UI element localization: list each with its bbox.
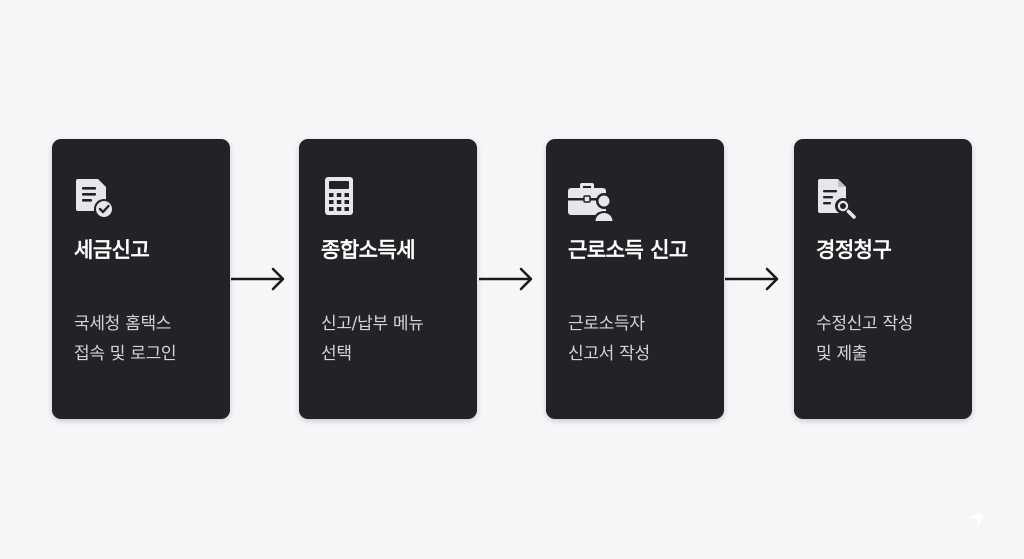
step-description-line: 선택	[321, 344, 352, 364]
step-description-line: 국세청 홈택스	[74, 314, 172, 334]
flow-arrow	[231, 264, 287, 294]
step-title: 경정청구	[816, 238, 892, 262]
step-description: 국세청 홈택스 접속 및 로그인	[74, 309, 224, 369]
step-description-line: 수정신고 작성	[816, 314, 914, 334]
step-description-line: 신고서 작성	[568, 344, 650, 364]
step-description: 근로소득자 신고서 작성	[568, 309, 718, 369]
step-card-tax-filing: 세금신고 국세청 홈택스 접속 및 로그인	[52, 139, 230, 419]
sparkle-icon	[968, 506, 990, 528]
flow-arrow	[725, 264, 781, 294]
document-check-icon	[74, 177, 118, 221]
step-title: 세금신고	[74, 238, 150, 262]
flow-arrow	[479, 264, 535, 294]
step-title: 근로소득 신고	[568, 238, 688, 262]
step-description: 수정신고 작성 및 제출	[816, 309, 966, 369]
step-description: 신고/납부 메뉴 선택	[321, 309, 471, 369]
document-search-icon	[816, 177, 860, 221]
calculator-icon	[321, 177, 365, 221]
step-description-line: 신고/납부 메뉴	[321, 314, 424, 334]
step-description-line: 접속 및 로그인	[74, 344, 177, 364]
step-card-comprehensive-income-tax: 종합소득세 신고/납부 메뉴 선택	[299, 139, 477, 419]
step-card-correction-claim: 경정청구 수정신고 작성 및 제출	[794, 139, 972, 419]
step-description-line: 근로소득자	[568, 314, 645, 334]
step-title: 종합소득세	[321, 238, 416, 262]
briefcase-user-icon	[568, 177, 615, 221]
step-card-earned-income: 근로소득 신고 근로소득자 신고서 작성	[546, 139, 724, 419]
step-description-line: 및 제출	[816, 344, 868, 364]
